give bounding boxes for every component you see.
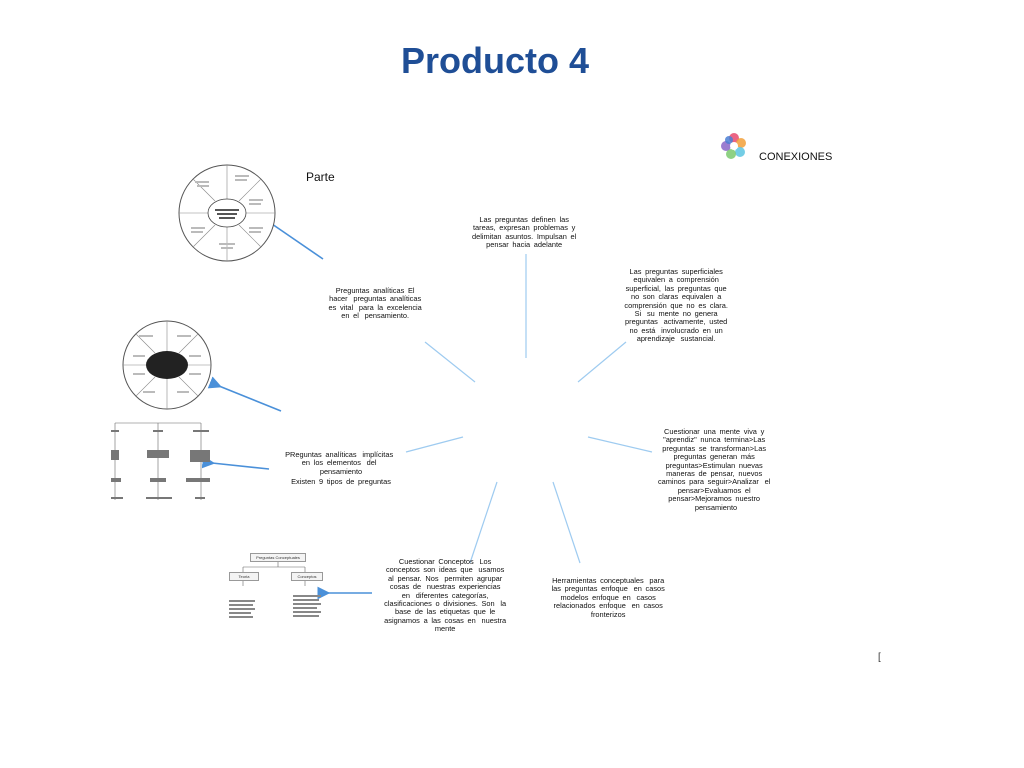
thumbnail-wheel-2 [122,320,212,410]
spoke-bottom-left [469,481,498,564]
page-title: Producto 4 [400,40,589,81]
arrow-2 [207,376,282,412]
thumb-concept-header: Preguntas Conceptuales [250,553,306,562]
node-bottom-right: Herramientas conceptuales para las pregu… [551,576,669,619]
node-bottom-left: Cuestionar Conceptos Los conceptos son i… [384,557,510,634]
conexiones-logo-icon [721,133,746,159]
spoke-left [405,436,464,453]
arrow-1 [260,213,324,260]
node-top-left: Preguntas analíticas El hacer preguntas … [328,286,426,321]
spoke-top-left [424,341,476,383]
stray-mark-1: [ [878,652,881,663]
thumb-concept-right: Conceptos [291,572,323,581]
node-top-right: Las preguntas superficiales equivalen a … [624,267,732,344]
conexiones-label: CONEXIONES [748,151,844,163]
node-left-sub: Existen 9 tipos de preguntas [291,477,391,486]
thumbnail-columns [114,422,202,500]
spoke-bottom-right [552,481,581,564]
node-left: PReguntas analíticas implícitas en los e… [285,450,397,476]
thumbnail-wheel-1 [178,164,276,262]
spoke-top-right [577,341,627,383]
thumb-concept-left: Teoria [229,572,259,581]
thumbnail-concept-tree [242,561,306,586]
arrow-3 [201,455,270,470]
node-right: Cuestionar una mente viva y "aprendiz" n… [657,427,775,512]
stray-mark-2 [821,663,825,672]
node-top: Las preguntas definen las tareas, expres… [471,215,581,250]
parte-label: Parte [306,170,347,184]
spoke-right [587,436,653,453]
